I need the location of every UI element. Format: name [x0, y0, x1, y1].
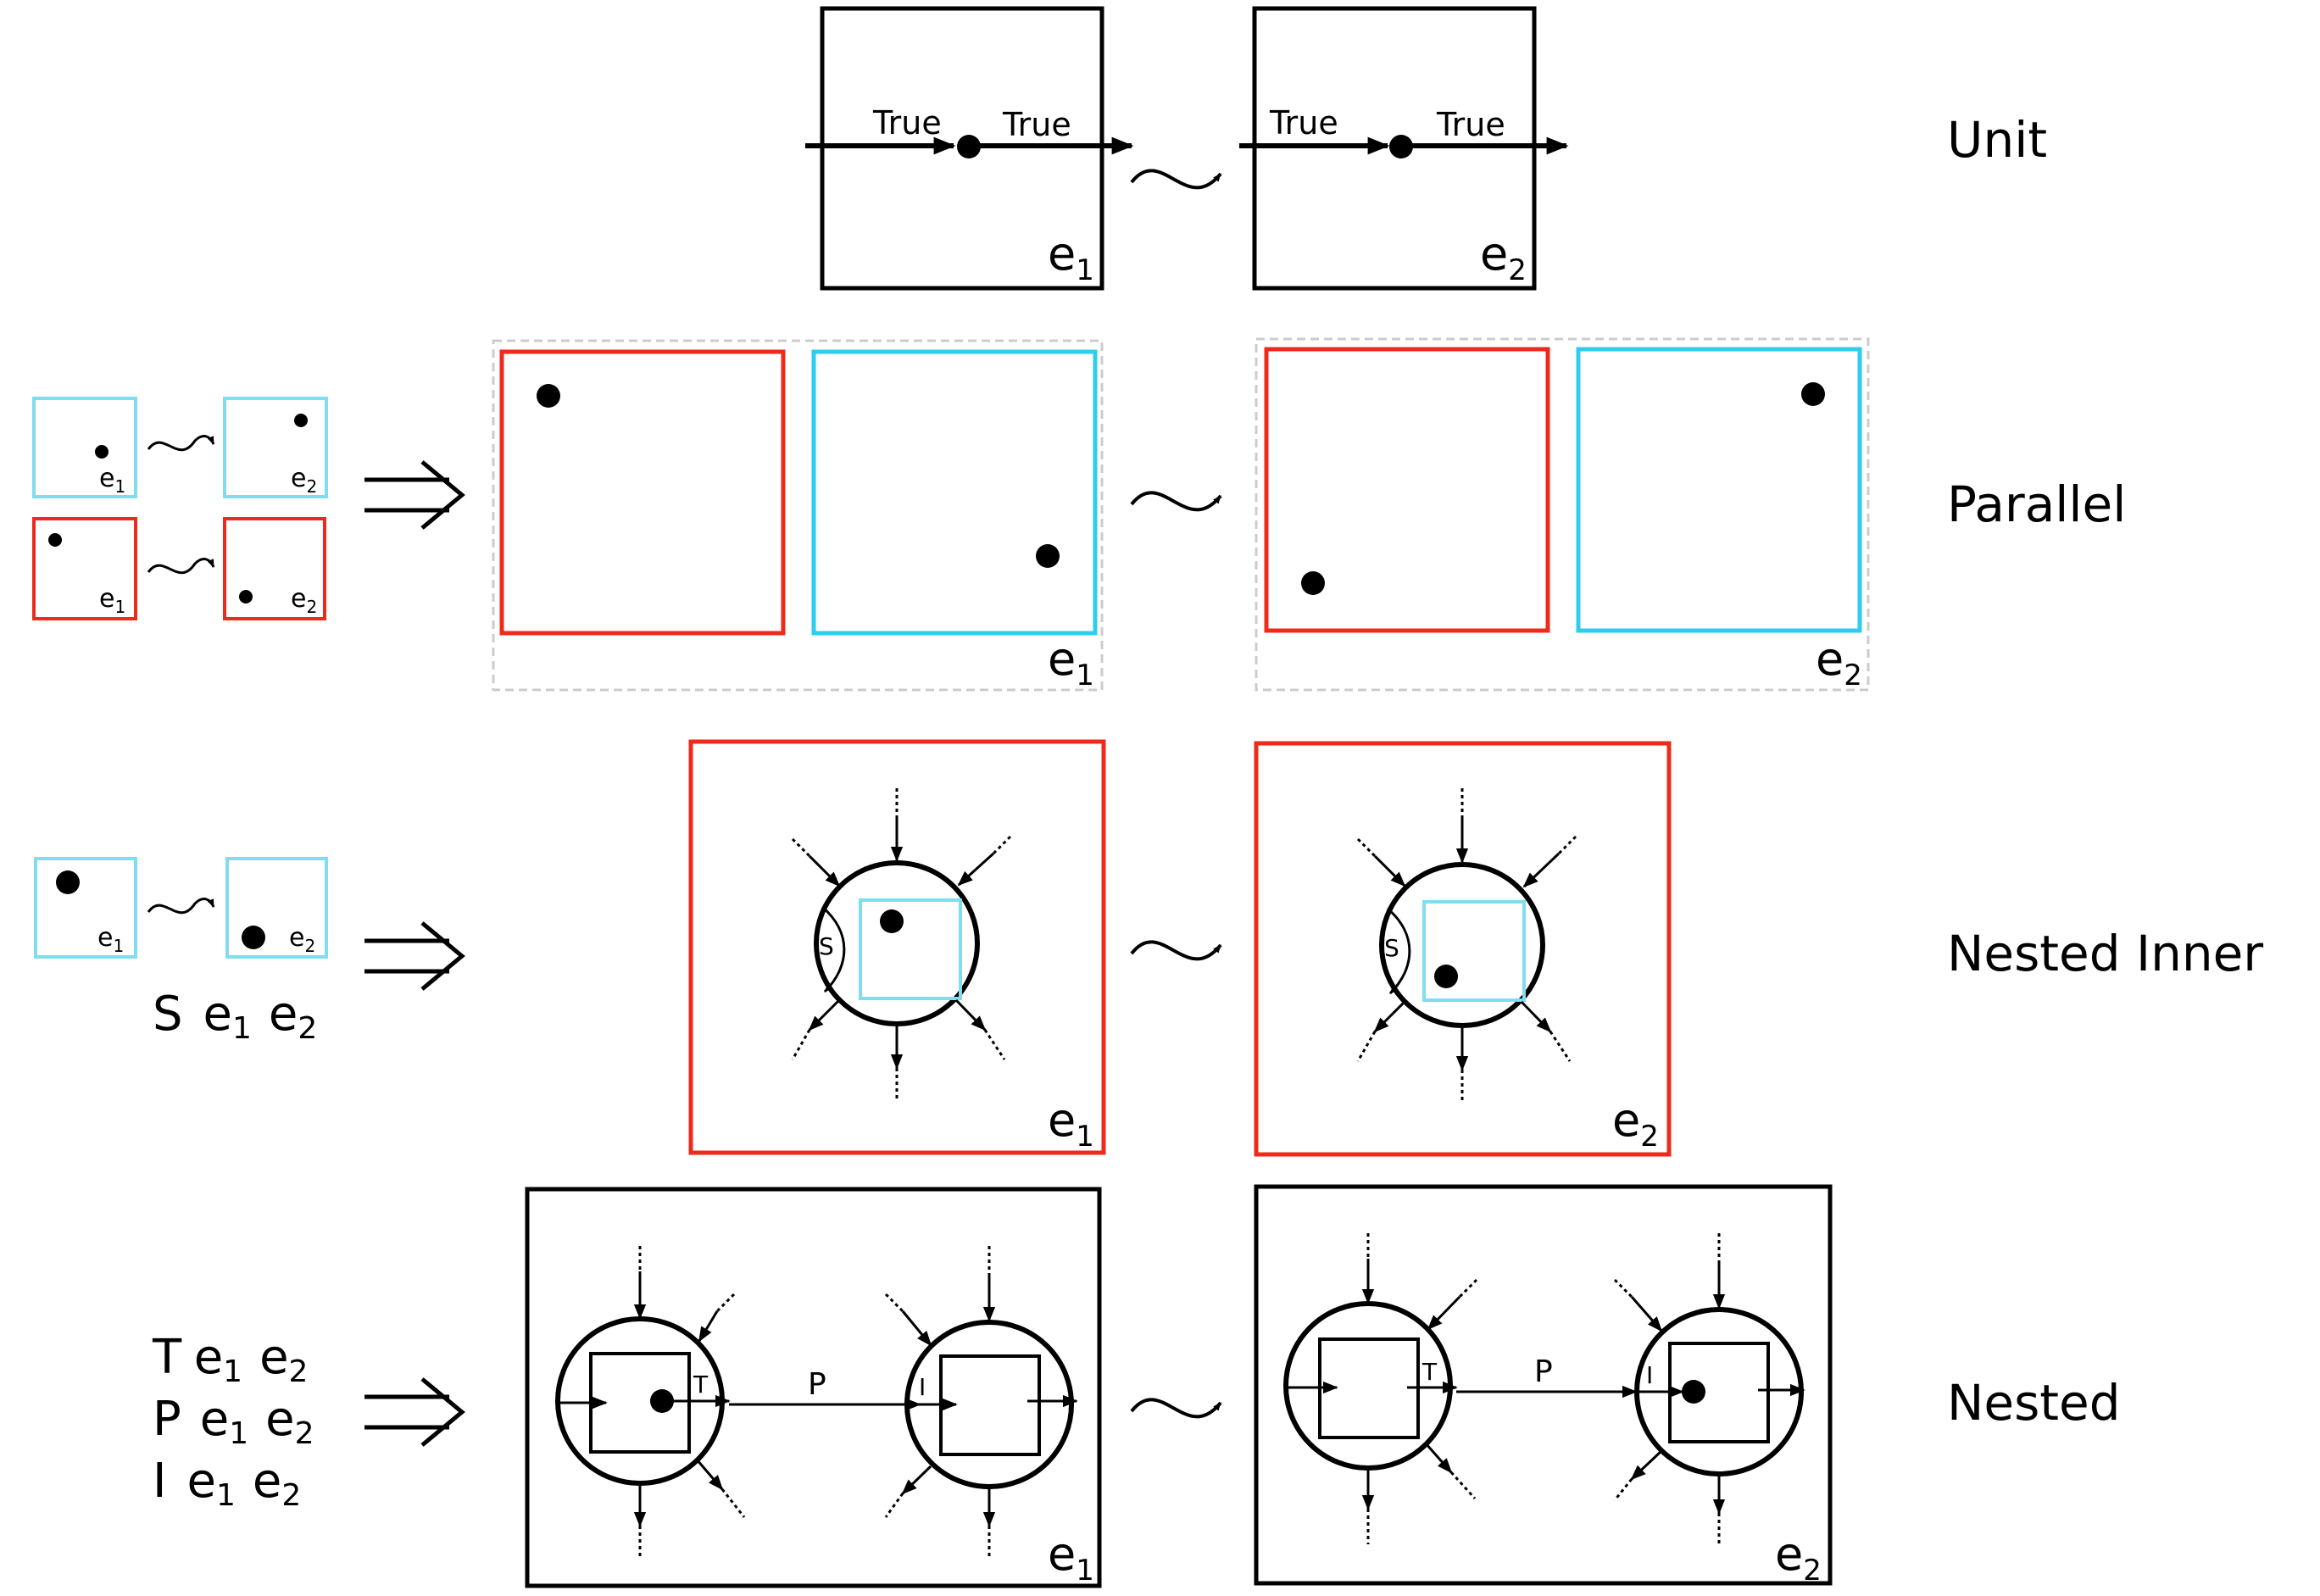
nested-inner-env1: S e1 — [688, 739, 1106, 1155]
nested-inner-env1-label: e1 — [1048, 1093, 1094, 1154]
unit-step-symbol — [1130, 169, 1222, 190]
premise-env2-label-a: e2 — [291, 464, 317, 497]
parallel-env2: e2 — [1255, 337, 1870, 692]
nested-inner-env2: S e2 — [1254, 741, 1672, 1157]
nested-inner-env2-label: e2 — [1612, 1093, 1659, 1154]
nested-env2-node-left — [1283, 1301, 1453, 1471]
nested-env1-label: e1 — [1048, 1527, 1094, 1588]
nested-env2-label: e2 — [1775, 1527, 1822, 1588]
nested-inner-env1-s-label: S — [819, 932, 834, 960]
parallel-row: e1 e2 e1 e2 e1 — [32, 337, 2126, 692]
unit-env2-label: e2 — [1480, 227, 1527, 287]
premise-env2-label-b: e2 — [291, 584, 317, 617]
unit-env1-label: e1 — [1048, 227, 1094, 287]
nested-inner-env1-node — [814, 860, 980, 1026]
unit-env1-edge-label-b: True — [1002, 106, 1071, 143]
nested-env1-t-label: T — [693, 1371, 709, 1399]
unit-env1-box: True True e1 — [805, 6, 1134, 291]
unit-env2-box: True True e2 — [1239, 6, 1569, 291]
nested-inner-implies-arrow — [364, 921, 465, 991]
nested-implies-arrow — [364, 1377, 465, 1447]
nested-env2-i-label: I — [1646, 1361, 1653, 1389]
parallel-env1-label: e1 — [1048, 632, 1094, 692]
nested-inner-env2-s-label: S — [1384, 934, 1399, 962]
parallel-env1: e1 — [492, 339, 1104, 692]
unit-env2-edge-label-a: True — [1269, 104, 1338, 142]
parallel-premise: e1 e2 e1 e2 — [32, 397, 328, 620]
ni-premise-env2-label: e2 — [289, 923, 315, 956]
unit-env2-edge-label-b: True — [1436, 106, 1505, 143]
nested-env1: T P I e1 — [525, 1187, 1102, 1588]
nested-env2: T P I e2 — [1254, 1184, 1833, 1588]
parallel-env2-label: e2 — [1816, 632, 1862, 692]
parallel-step-symbol — [1130, 491, 1222, 512]
nested-env2-p-label: P — [1534, 1354, 1553, 1389]
nested-env1-p-label: P — [808, 1367, 826, 1402]
row-label-nested: Nested — [1947, 1374, 2121, 1432]
nested-inner-step-symbol — [1130, 940, 1222, 961]
premise-env1-label-a: e1 — [99, 464, 125, 497]
ni-premise-env1-label: e1 — [97, 923, 124, 956]
premise-env1-label-b: e1 — [99, 584, 125, 617]
row-label-nested-inner: Nested Inner — [1947, 925, 2263, 982]
unit-row: True True e1 True True e2 Unit — [805, 6, 2047, 291]
parallel-implies-arrow — [364, 460, 465, 530]
nested-env2-t-label: T — [1421, 1358, 1438, 1386]
nested-inner-env2-node — [1379, 862, 1545, 1028]
row-label-unit: Unit — [1947, 111, 2047, 169]
row-label-parallel: Parallel — [1947, 475, 2126, 533]
nested-step-symbol — [1130, 1398, 1222, 1419]
nested-env1-i-label: I — [919, 1373, 926, 1401]
unit-env1-dot — [957, 135, 981, 158]
unit-env2-dot — [1389, 135, 1413, 158]
unit-env1-edge-label-a: True — [872, 104, 942, 142]
